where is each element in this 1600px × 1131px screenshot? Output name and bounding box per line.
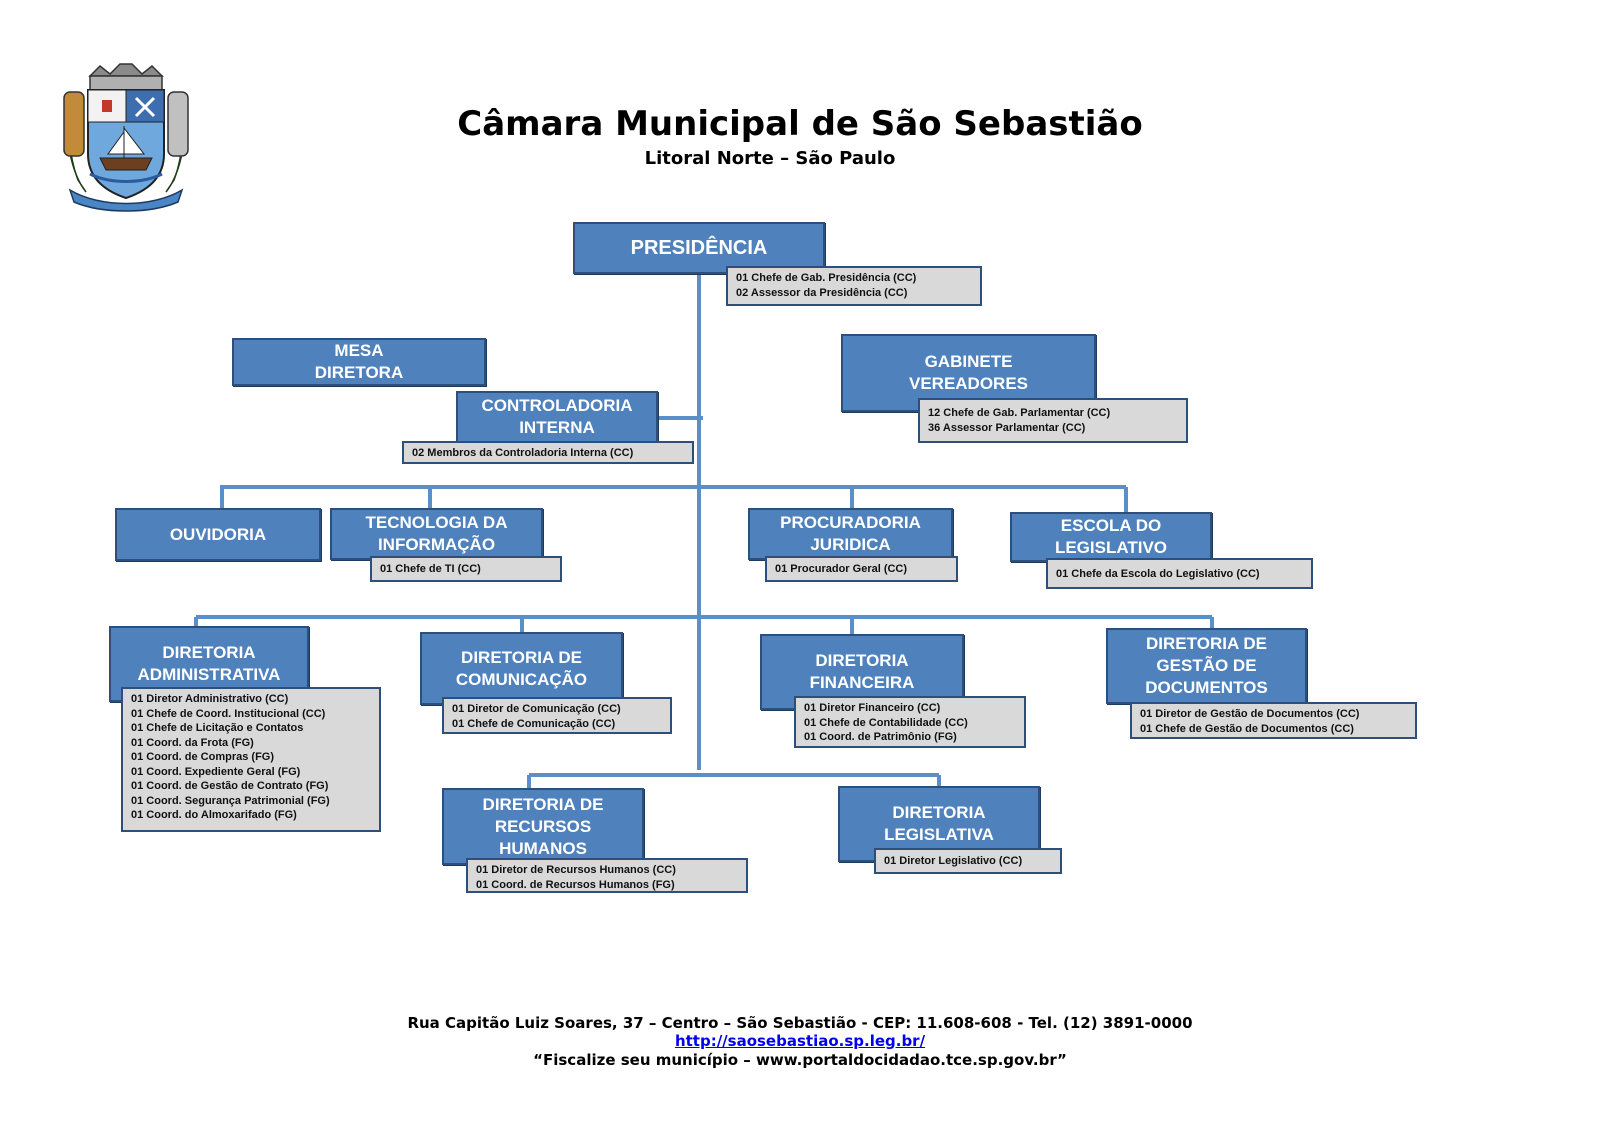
unit-diretoria-recursos-humanos: DIRETORIA DE RECURSOS HUMANOS — [442, 788, 644, 865]
staff-line: 01 Chefe de Gab. Presidência (CC) — [736, 272, 917, 284]
staff-line: 01 Coord. de Recursos Humanos (FG) — [476, 878, 675, 891]
staff-line: 01 Diretor de Gestão de Documentos (CC) — [1140, 708, 1360, 720]
staff-line: 01 Coord. de Compras (FG) — [131, 751, 275, 763]
staff-line: 01 Chefe de Contabilidade (CC) — [804, 716, 968, 729]
staff-diretoria-legislativa: 01 Diretor Legislativo (CC) — [874, 848, 1062, 874]
staff-line: 02 Membros da Controladoria Interna (CC) — [412, 447, 634, 459]
staff-line: 01 Chefe de TI (CC) — [380, 563, 481, 575]
staff-diretoria-gestao-documentos: 01 Diretor de Gestão de Documentos (CC) … — [1130, 702, 1417, 739]
unit-escola-legislativo: ESCOLA DO LEGISLATIVO — [1010, 512, 1212, 562]
staff-escola: 01 Chefe da Escola do Legislativo (CC) — [1046, 558, 1313, 589]
staff-line: 01 Chefe de Licitação e Contatos — [131, 722, 304, 734]
staff-line: 01 Coord. de Gestão de Contrato (FG) — [131, 780, 329, 792]
staff-diretoria-administrativa: 01 Diretor Administrativo (CC) 01 Chefe … — [121, 687, 381, 832]
staff-procuradoria: 01 Procurador Geral (CC) — [765, 556, 958, 582]
unit-tecnologia-informacao: TECNOLOGIA DA INFORMAÇÃO — [330, 508, 543, 560]
unit-diretoria-comunicacao: DIRETORIA DE COMUNICAÇÃO — [420, 632, 623, 705]
staff-line: 01 Diretor de Comunicação (CC) — [452, 703, 621, 715]
staff-controladoria: 02 Membros da Controladoria Interna (CC) — [402, 441, 694, 464]
staff-line: 01 Diretor Financeiro (CC) — [804, 702, 941, 714]
staff-diretoria-comunicacao: 01 Diretor de Comunicação (CC) 01 Chefe … — [442, 697, 672, 734]
staff-ti: 01 Chefe de TI (CC) — [370, 556, 562, 582]
unit-controladoria-interna: CONTROLADORIA INTERNA — [456, 391, 658, 443]
footer-address: Rua Capitão Luiz Soares, 37 – Centro – S… — [407, 1014, 1193, 1032]
staff-line: 01 Coord. Expediente Geral (FG) — [131, 765, 301, 778]
staff-line: 01 Coord. do Almoxarifado (FG) — [131, 809, 297, 821]
staff-line: 01 Procurador Geral (CC) — [775, 563, 908, 575]
coat-of-arms-logo — [63, 63, 189, 212]
staff-line: 01 Chefe de Gestão de Documentos (CC) — [1140, 722, 1354, 735]
staff-line: 01 Coord. da Frota (FG) — [131, 736, 254, 749]
staff-line: 01 Chefe da Escola do Legislativo (CC) — [1056, 568, 1260, 580]
unit-ouvidoria: OUVIDORIA — [115, 508, 321, 561]
staff-line: 12 Chefe de Gab. Parlamentar (CC) — [928, 407, 1111, 419]
staff-line: 01 Chefe de Comunicação (CC) — [452, 717, 616, 730]
staff-presidencia: 01 Chefe de Gab. Presidência (CC) 02 Ass… — [726, 266, 982, 306]
staff-line: 01 Diretor de Recursos Humanos (CC) — [476, 864, 676, 876]
staff-line: 02 Assessor da Presidência (CC) — [736, 286, 908, 299]
staff-line: 01 Coord. de Patrimônio (FG) — [804, 731, 957, 743]
unit-mesa-diretora: MESA DIRETORA — [232, 338, 486, 386]
staff-line: 01 Diretor Legislativo (CC) — [884, 855, 1023, 867]
unit-diretoria-gestao-documentos: DIRETORIA DE GESTÃO DE DOCUMENTOS — [1106, 628, 1307, 704]
footer-note: “Fiscalize seu município – www.portaldoc… — [533, 1051, 1067, 1069]
page-subtitle: Litoral Norte – São Paulo — [644, 148, 896, 169]
staff-line: 01 Coord. Segurança Patrimonial (FG) — [131, 794, 330, 807]
unit-procuradoria-juridica: PROCURADORIA JURIDICA — [748, 508, 953, 560]
staff-line: 36 Assessor Parlamentar (CC) — [928, 421, 1086, 434]
staff-line: 01 Chefe de Coord. Institucional (CC) — [131, 707, 326, 720]
page-title: Câmara Municipal de São Sebastião — [457, 104, 1143, 144]
staff-diretoria-financeira: 01 Diretor Financeiro (CC) 01 Chefe de C… — [794, 696, 1026, 748]
staff-gabinete: 12 Chefe de Gab. Parlamentar (CC) 36 Ass… — [918, 398, 1188, 443]
unit-presidencia: PRESIDÊNCIA — [573, 222, 825, 274]
staff-line: 01 Diretor Administrativo (CC) — [131, 693, 289, 705]
staff-diretoria-recursos-humanos: 01 Diretor de Recursos Humanos (CC) 01 C… — [466, 858, 748, 893]
footer-website-link[interactable]: http://saosebastiao.sp.leg.br/ — [674, 1032, 926, 1050]
